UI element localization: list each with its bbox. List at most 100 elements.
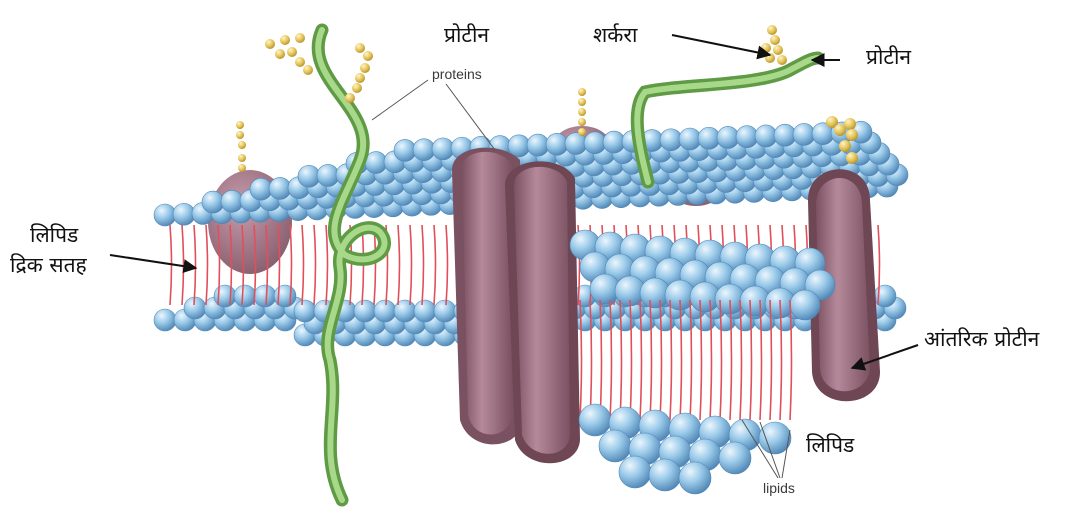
phospholipid-head (154, 204, 176, 226)
sugar-bead (578, 88, 586, 96)
lipid-tail (660, 300, 662, 420)
lipid-tail (730, 300, 732, 420)
sugar-bead (287, 47, 297, 57)
phospholipid-head (603, 131, 625, 153)
sugar-bead (265, 39, 275, 49)
protein-top-right-label: प्रोटीन (866, 44, 911, 70)
phospholipid-head (599, 430, 631, 462)
channel-protein (452, 148, 580, 464)
sugar-bead (578, 108, 586, 116)
sugar-bead (363, 51, 373, 61)
lipid-tail (314, 225, 316, 305)
phospholipid-head (660, 129, 682, 151)
lipid-tail (290, 225, 292, 305)
lipid-tail (878, 225, 880, 305)
phospholipid-head (154, 309, 176, 331)
lipid-tail (740, 300, 742, 420)
lipid-tail (590, 300, 592, 420)
proteins-english-label: proteins (432, 66, 482, 84)
sugar-bead (844, 118, 856, 130)
phospholipid-head (546, 133, 568, 155)
lipid-tail (700, 300, 702, 420)
sugar-bead (360, 63, 370, 73)
sugar-bead (238, 164, 246, 172)
phospholipid-head (394, 300, 416, 322)
phospholipid-head (793, 123, 815, 145)
phospholipid-head (719, 442, 751, 474)
lipid-tail (770, 300, 772, 420)
phospholipid-head (269, 177, 291, 199)
sugar-bead (280, 35, 290, 45)
lipid-label: लिपिड (806, 432, 854, 458)
lipid-heads-block-bottom (579, 404, 791, 494)
phospholipid-head (414, 300, 436, 322)
sugar-bead (236, 121, 244, 129)
sugar-bead (295, 57, 305, 67)
lipid-tail (422, 225, 424, 305)
lipid-bilayer-label-line1: लिपिड (30, 222, 78, 248)
lipid-tail (630, 300, 632, 420)
sugar-bead (773, 45, 783, 55)
sugar-bead (238, 154, 246, 162)
lipid-tail (790, 300, 792, 420)
proteins-pointer-line (372, 80, 428, 120)
lipid-tail (600, 300, 602, 420)
phospholipid-head (298, 165, 320, 187)
lipid-tail (278, 225, 280, 305)
phospholipid-head (202, 191, 224, 213)
sugar-bead (295, 33, 305, 43)
sugar-bead (846, 152, 858, 164)
phospholipid-head (584, 132, 606, 154)
lipid-tail (610, 300, 612, 420)
sugar-bead (777, 55, 787, 65)
lipid-tail (302, 225, 304, 305)
phospholipid-head (579, 404, 611, 436)
sugar-bead (352, 83, 362, 93)
sugar-bead (770, 35, 780, 45)
lipid-tail (218, 225, 220, 305)
lipid-tail (780, 300, 782, 420)
phospholipid-head (508, 135, 530, 157)
phospholipid-head (717, 126, 739, 148)
lipids-english-label: lipids (763, 480, 795, 498)
phospholipid-head (432, 138, 454, 160)
sugar-bead (578, 98, 586, 106)
sugar-arrow (672, 35, 770, 55)
phospholipid-head (679, 128, 701, 150)
lipid-tail (680, 300, 682, 420)
phospholipid-head (294, 300, 316, 322)
lipid-tail (650, 300, 652, 420)
phospholipid-head (221, 190, 243, 212)
protein-top-left-label: प्रोटीन (444, 22, 489, 48)
phospholipid-head (649, 459, 681, 491)
lipid-tail (710, 300, 712, 420)
sugar-bead (355, 73, 365, 83)
phospholipid-head (354, 300, 376, 322)
sugar-bead (578, 128, 586, 136)
phospholipid-head (413, 139, 435, 161)
sugar-bead (839, 140, 851, 152)
lipid-tail (398, 225, 400, 305)
lipid-tail (446, 225, 448, 305)
lipid-tail (750, 300, 752, 420)
integral-protein-label: आंतरिक प्रोटीन (924, 326, 1039, 352)
lipid-tail (326, 225, 328, 305)
lipid-bilayer-label-line2: द्रिक सतह (10, 252, 87, 278)
sugar-bead (238, 141, 246, 149)
phospholipid-head (254, 285, 276, 307)
lipid-tail (434, 225, 436, 305)
phospholipid-head (736, 126, 758, 148)
sugar-bead (275, 49, 285, 59)
phospholipid-head (759, 422, 791, 454)
sugar-label: शर्करा (593, 22, 637, 48)
phospholipid-head (755, 125, 777, 147)
proteins-pointer-line-2 (446, 84, 495, 150)
sugar-bead (236, 131, 244, 139)
phospholipid-head (679, 462, 711, 494)
phospholipid-head (394, 139, 416, 161)
phospholipid-head (250, 178, 272, 200)
sugar-bead (834, 124, 846, 136)
phospholipid-head (234, 285, 256, 307)
sugar-bead (303, 65, 313, 75)
